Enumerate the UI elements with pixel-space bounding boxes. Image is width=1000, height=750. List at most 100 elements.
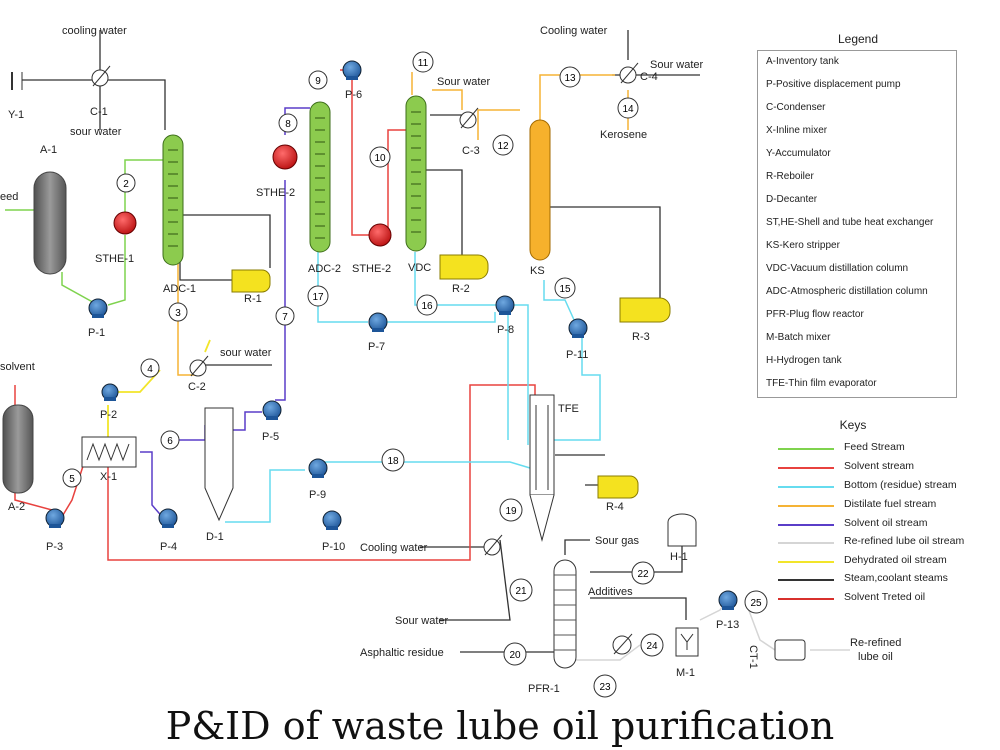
key-row: Feed Stream [778, 440, 1000, 458]
solvent-streams [14, 69, 536, 561]
stream-number: 10 [369, 146, 391, 168]
plug-flow-reactor-pfr1 [553, 559, 577, 669]
label-vdc: VDC [408, 262, 431, 274]
bottom-streams [225, 252, 601, 523]
batch-mixer-m1 [675, 627, 699, 657]
legend-item: TFE-Thin film evaporator [766, 378, 877, 389]
stream-number: 20 [503, 642, 527, 666]
svg-text:13: 13 [564, 73, 576, 84]
legend-item: ADC-Atmospheric distillation column [766, 286, 928, 297]
legend-item: X-Inline mixer [766, 125, 828, 136]
svg-text:19: 19 [505, 506, 517, 517]
svg-text:12: 12 [497, 141, 509, 152]
heat-exchanger-sthe2-a [272, 144, 298, 170]
key-swatch [778, 542, 834, 544]
stream-number: 6 [160, 430, 180, 450]
pump-p1 [88, 298, 108, 318]
keys-title: Keys [839, 418, 867, 432]
key-label: Bottom (residue) stream [844, 479, 957, 491]
key-row: Steam,coolant steams [778, 571, 1000, 589]
label-r4: R-4 [606, 501, 624, 513]
key-swatch [778, 579, 834, 581]
label-ks: KS [530, 265, 545, 277]
column-adc1 [162, 134, 184, 266]
kero-stripper-ks [529, 119, 551, 261]
distillate-streams [177, 72, 629, 376]
svg-text:8: 8 [285, 119, 291, 130]
equipment-labels: cooling water sour water Y-1 C-1 A-1 eed… [0, 25, 901, 695]
label-sour-gas: Sour gas [595, 535, 640, 547]
label-sour-water-1: sour water [70, 126, 122, 138]
figure-caption: P&ID of waste lube oil purification [165, 704, 835, 748]
label-p4: P-4 [160, 541, 177, 553]
stream-number: 11 [412, 51, 434, 73]
label-cooling-water-1: cooling water [62, 25, 127, 37]
condenser-c3 [459, 107, 479, 129]
heat-exchanger-sthe1 [113, 211, 137, 235]
decanter-d1 [204, 407, 234, 522]
accumulator-y1 [11, 72, 23, 90]
column-vdc [405, 95, 427, 252]
stream-number: 7 [275, 306, 295, 326]
label-c4: C-4 [640, 71, 658, 83]
svg-text:14: 14 [622, 104, 634, 115]
key-row: Re-refined lube oil stream [778, 534, 1000, 552]
stream-number: 12 [492, 134, 514, 156]
key-row: Distilate fuel stream [778, 497, 1000, 515]
key-swatch [778, 486, 834, 488]
svg-text:24: 24 [646, 641, 658, 652]
label-sthe1: STHE-1 [95, 253, 134, 265]
key-swatch [778, 524, 834, 526]
svg-text:3: 3 [175, 308, 181, 319]
svg-text:25: 25 [750, 598, 762, 609]
reboiler-r1 [231, 269, 271, 293]
label-sour-water-c3: Sour water [437, 76, 491, 88]
pid-drawing: 2 3 4 5 6 7 8 9 10 11 12 13 14 15 16 17 … [0, 25, 901, 698]
stream-number: 25 [744, 590, 768, 614]
svg-text:15: 15 [559, 284, 571, 295]
svg-text:22: 22 [637, 569, 649, 580]
key-label: Re-refined lube oil stream [844, 535, 965, 547]
label-c2: C-2 [188, 381, 206, 393]
legend-item: A-Inventory tank [766, 56, 839, 67]
label-sour-water-bottom: Sour water [395, 615, 449, 627]
legend-item: KS-Kero stripper [766, 240, 840, 251]
stream-number: 23 [593, 674, 617, 698]
label-sour-water-c2: sour water [220, 347, 272, 359]
label-a1: A-1 [40, 144, 57, 156]
condenser-bottom [483, 534, 503, 556]
key-label: Solvent oil stream [844, 517, 928, 529]
reboiler-r3 [619, 297, 671, 323]
label-r3: R-3 [632, 331, 650, 343]
tank-a2 [2, 404, 34, 494]
svg-text:5: 5 [69, 474, 75, 485]
label-rerefined-a: Re-refined [850, 637, 901, 649]
key-row: Solvent Treted oil [778, 590, 1000, 608]
svg-text:6: 6 [167, 436, 173, 447]
label-p5: P-5 [262, 431, 279, 443]
stream-number: 8 [278, 113, 298, 133]
label-solvent: solvent [0, 361, 35, 373]
condenser-c2 [189, 355, 209, 377]
label-cooling-water-c4: Cooling water [540, 25, 608, 37]
pump-p9 [308, 458, 328, 478]
stream-number: 22 [631, 561, 655, 585]
label-sthe2a: STHE-2 [256, 187, 295, 199]
legend-title: Legend [837, 32, 879, 46]
svg-text:7: 7 [282, 312, 288, 323]
label-feed: eed [0, 191, 18, 203]
label-p1: P-1 [88, 327, 105, 339]
svg-text:9: 9 [315, 76, 321, 87]
svg-text:23: 23 [599, 682, 611, 693]
pump-p2 [101, 383, 119, 401]
key-row: Dehydrated oil stream [778, 553, 1000, 571]
svg-text:21: 21 [515, 586, 527, 597]
pump-p10 [322, 510, 342, 530]
key-swatch [778, 448, 834, 450]
pump-p13 [718, 590, 738, 610]
svg-text:18: 18 [387, 456, 399, 467]
stream-number: 2 [116, 173, 136, 193]
stream-number: 15 [554, 277, 576, 299]
svg-text:17: 17 [312, 292, 324, 303]
label-p7: P-7 [368, 341, 385, 353]
